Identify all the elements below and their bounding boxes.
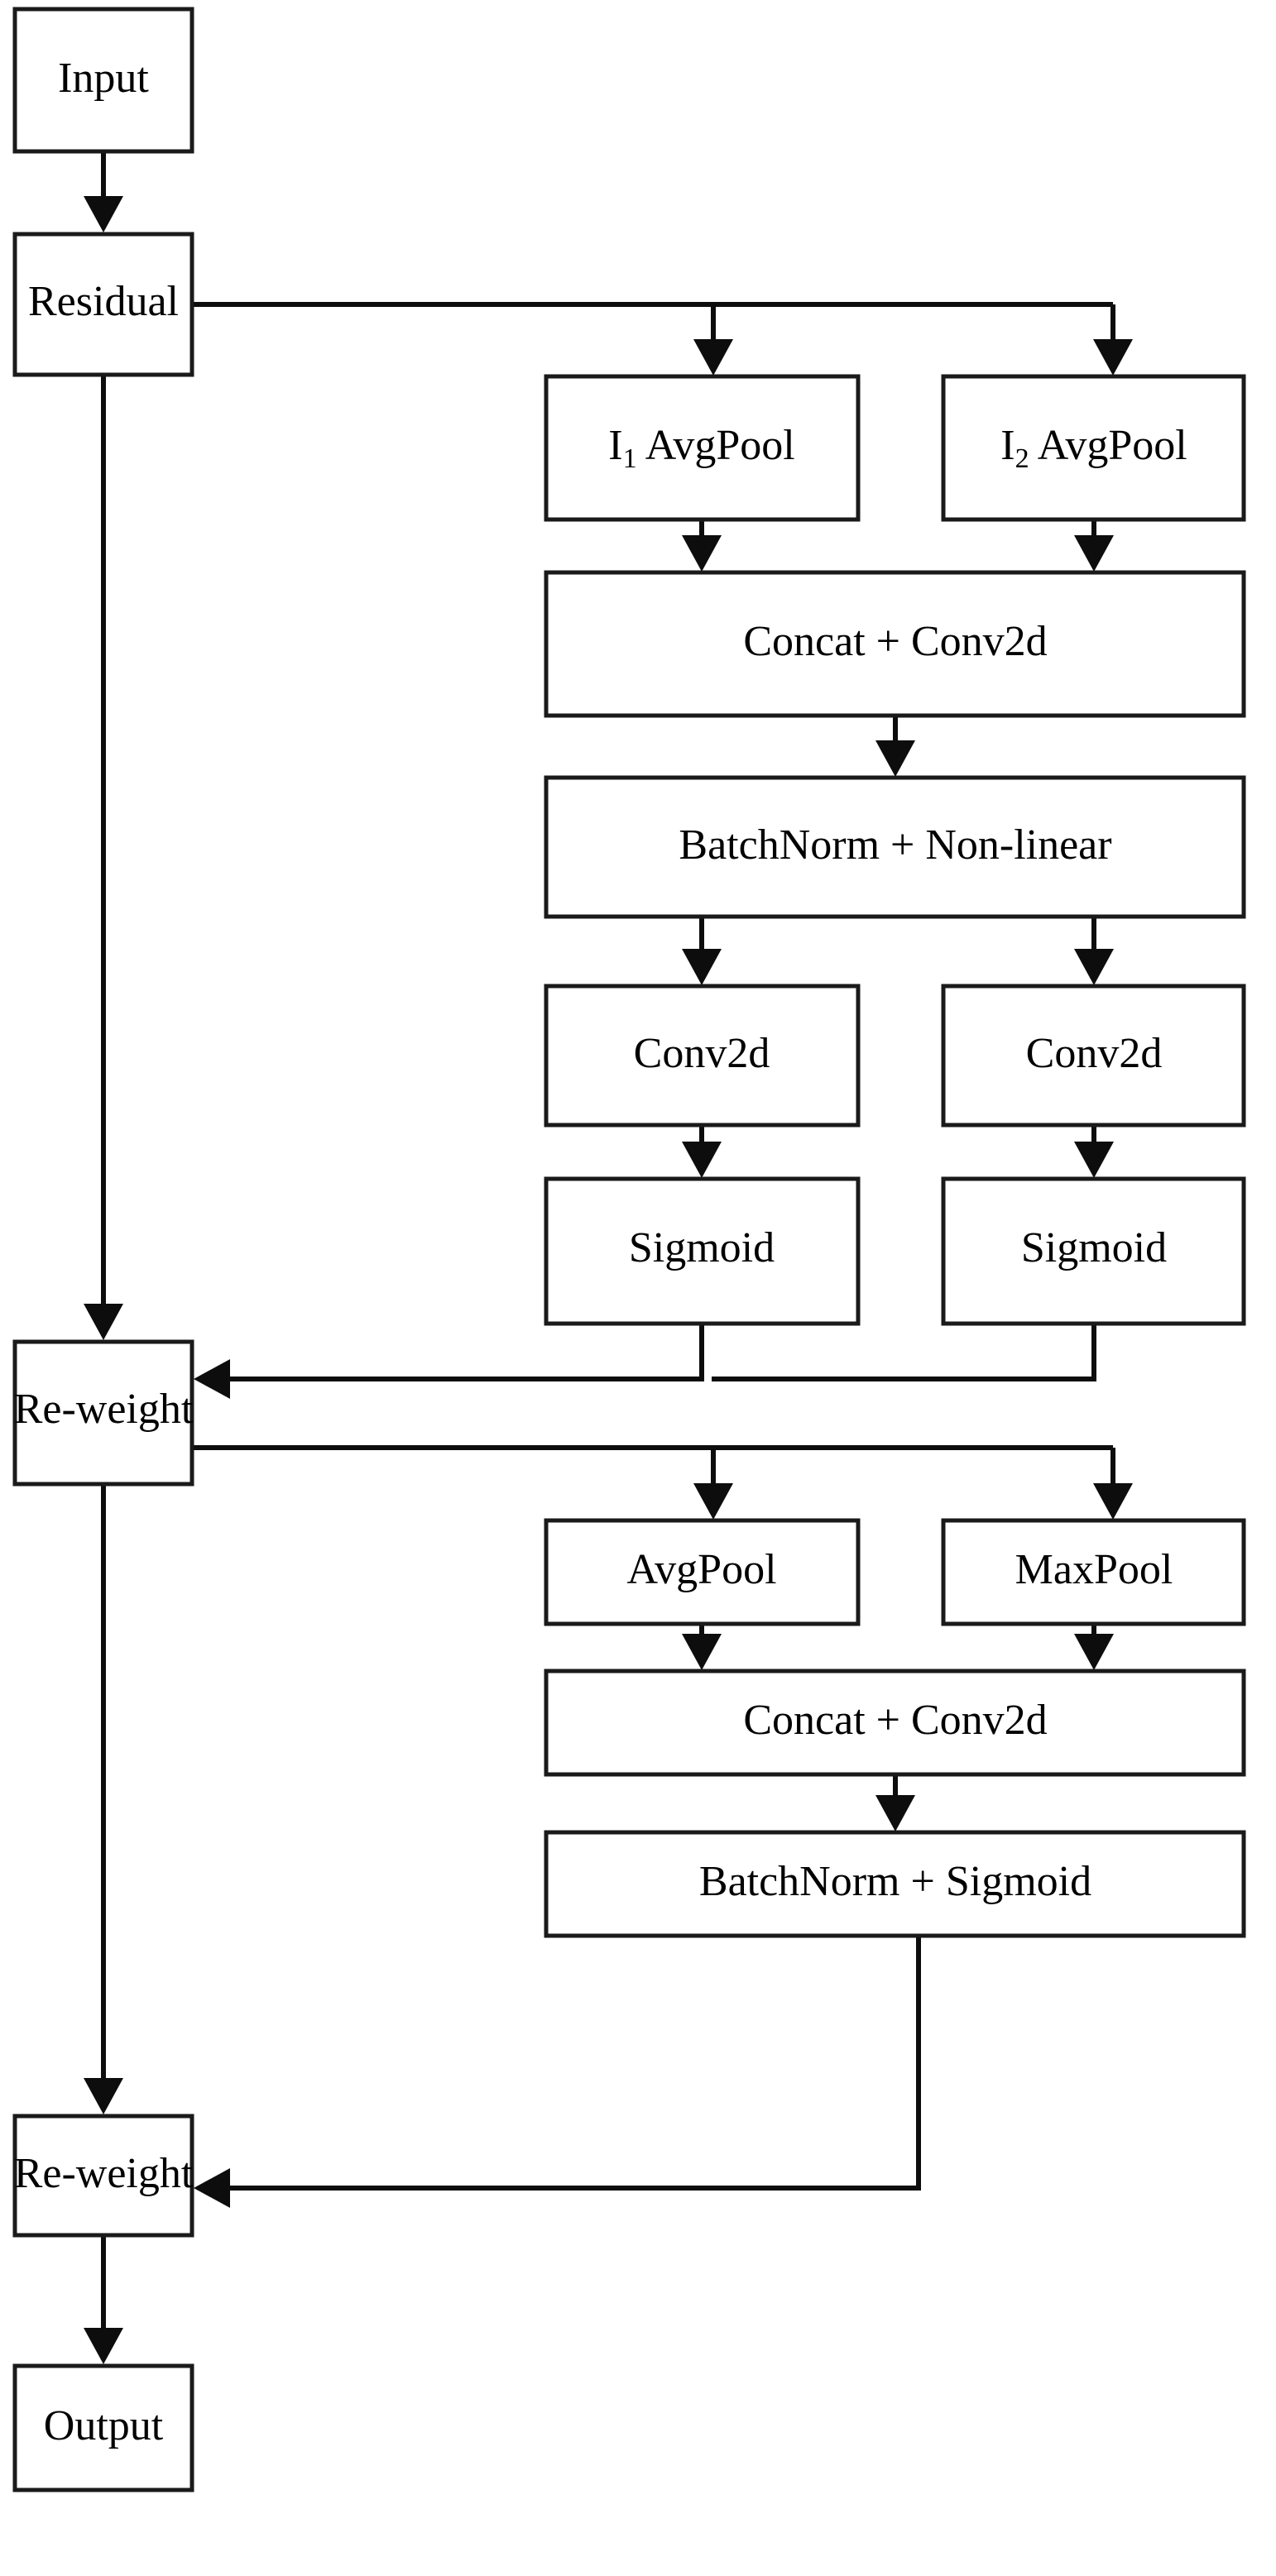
node-concat-conv2d-2[interactable]: Concat + Conv2d [544,1669,1246,1777]
node-output[interactable]: Output [12,2363,194,2492]
node-conv2d-right[interactable]: Conv2d [941,984,1246,1128]
node-batchnorm-sigmoid[interactable]: BatchNorm + Sigmoid [544,1830,1246,1938]
node-batchnorm-nonlinear-label: BatchNorm + Non-linear [679,821,1111,869]
edge-sigmoid-left-to-reweight1 [194,1324,704,1399]
node-residual[interactable]: Residual [12,232,194,377]
node-sigmoid-right[interactable]: Sigmoid [941,1176,1246,1326]
node-i1-avgpool[interactable]: I1 AvgPool [544,374,861,522]
node-i2-avgpool-label: I2 AvgPool [1000,422,1187,474]
node-avgpool-label: AvgPool [626,1546,776,1593]
node-layer: Input Residual I1 AvgPool I2 AvgPool [12,7,1246,2492]
node-reweight-2-label: Re-weight [14,2150,194,2197]
node-batchnorm-sigmoid-label: BatchNorm + Sigmoid [699,1858,1091,1905]
node-i2-avgpool[interactable]: I2 AvgPool [941,374,1246,522]
node-maxpool[interactable]: MaxPool [941,1518,1246,1626]
node-concat-conv2d-1[interactable]: Concat + Conv2d [544,570,1246,718]
node-reweight-2[interactable]: Re-weight [12,2114,194,2238]
node-maxpool-label: MaxPool [1015,1546,1173,1593]
node-conv2d-left[interactable]: Conv2d [544,984,861,1128]
node-conv2d-left-label: Conv2d [634,1030,770,1077]
node-concat-conv2d-2-label: Concat + Conv2d [743,1697,1047,1744]
node-batchnorm-nonlinear[interactable]: BatchNorm + Non-linear [544,775,1246,919]
edge-layer [84,151,1133,2364]
node-concat-conv2d-1-label: Concat + Conv2d [743,618,1047,665]
node-sigmoid-right-label: Sigmoid [1021,1224,1167,1271]
node-output-label: Output [44,2402,164,2449]
node-sigmoid-left[interactable]: Sigmoid [544,1176,861,1326]
node-reweight-1-label: Re-weight [14,1386,194,1433]
edge-sigmoid-right-to-reweight1 [712,1324,1096,1381]
node-input[interactable]: Input [12,7,194,154]
edge-bn-sigmoid-to-reweight2 [194,1936,921,2208]
node-avgpool[interactable]: AvgPool [544,1518,861,1626]
node-sigmoid-left-label: Sigmoid [629,1224,775,1271]
node-residual-label: Residual [28,278,179,325]
node-i1-avgpool-label: I1 AvgPool [608,422,795,474]
node-input-label: Input [58,55,149,102]
node-reweight-1[interactable]: Re-weight [12,1339,194,1487]
node-conv2d-right-label: Conv2d [1026,1030,1163,1077]
